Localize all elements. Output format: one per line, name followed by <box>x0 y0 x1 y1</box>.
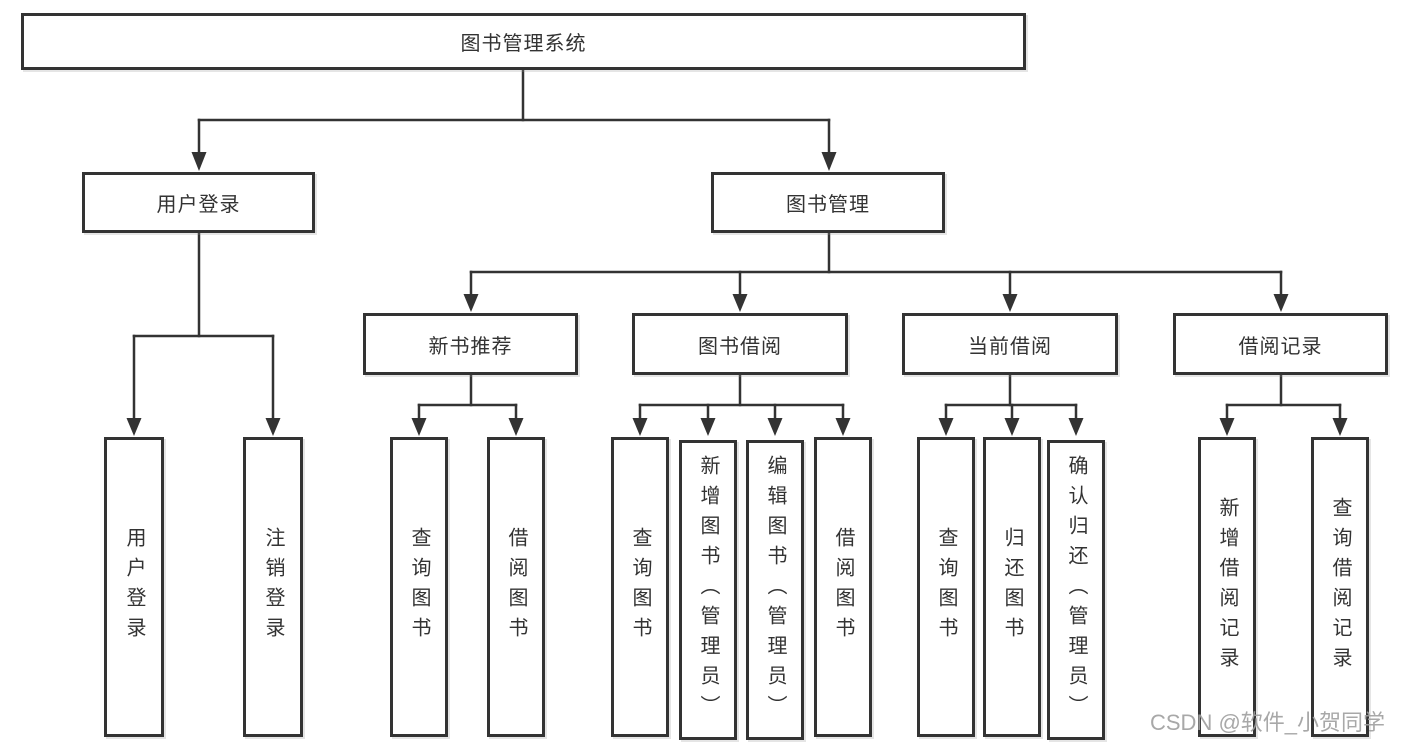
leaf-logout: 注销登录 <box>243 437 303 737</box>
leaf-return-book: 归还图书 <box>983 437 1041 737</box>
node-user-login: 用户登录 <box>82 172 315 233</box>
node-root: 图书管理系统 <box>21 13 1026 70</box>
leaf-borrow-books-recommend: 借阅图书 <box>487 437 545 737</box>
leaf-query-books-recommend: 查询图书 <box>390 437 448 737</box>
leaf-query-books-borrowing: 查询图书 <box>611 437 669 737</box>
csdn-watermark: CSDN @软件_小贺同学 <box>1150 710 1386 735</box>
leaf-logout-label: 注销登录 <box>262 527 284 647</box>
leaf-user-login-label: 用户登录 <box>123 527 145 647</box>
leaf-query-books-current: 查询图书 <box>917 437 975 737</box>
leaf-borrow-books-borrowing: 借阅图书 <box>814 437 872 737</box>
leaf-borrow-books-recommend-label: 借阅图书 <box>505 527 527 647</box>
leaf-add-borrow-record-label: 新增借阅记录 <box>1216 497 1238 677</box>
leaf-return-book-label: 归还图书 <box>1001 527 1023 647</box>
node-root-label: 图书管理系统 <box>460 33 587 55</box>
leaf-add-book-admin-label: 新增图书（管理员） <box>697 455 719 725</box>
node-book-borrowing-label: 图书借阅 <box>698 335 782 358</box>
arrowheads <box>126 152 1348 436</box>
leaf-query-books-borrowing-label: 查询图书 <box>629 527 651 647</box>
node-book-management-label: 图书管理 <box>786 194 870 216</box>
node-current-borrowing: 当前借阅 <box>902 313 1118 375</box>
node-new-book-recommend-label: 新书推荐 <box>428 335 513 358</box>
node-user-login-label: 用户登录 <box>156 194 241 216</box>
node-new-book-recommend: 新书推荐 <box>363 313 578 375</box>
leaf-query-borrow-record-label: 查询借阅记录 <box>1329 497 1351 677</box>
node-borrow-records: 借阅记录 <box>1173 313 1388 375</box>
leaf-user-login: 用户登录 <box>104 437 164 737</box>
node-book-borrowing: 图书借阅 <box>632 313 848 375</box>
leaf-edit-book-admin-label: 编辑图书（管理员） <box>764 455 786 725</box>
leaf-query-borrow-record: 查询借阅记录 <box>1311 437 1369 737</box>
leaf-add-book-admin: 新增图书（管理员） <box>679 440 737 740</box>
leaf-confirm-return-admin: 确认归还（管理员） <box>1047 440 1105 740</box>
leaf-confirm-return-admin-label: 确认归还（管理员） <box>1065 455 1087 725</box>
node-book-management: 图书管理 <box>711 172 945 233</box>
node-borrow-records-label: 借阅记录 <box>1238 335 1323 358</box>
leaf-add-borrow-record: 新增借阅记录 <box>1198 437 1256 737</box>
leaf-query-books-recommend-label: 查询图书 <box>408 527 430 647</box>
leaf-query-books-current-label: 查询图书 <box>935 527 957 647</box>
leaf-borrow-books-borrowing-label: 借阅图书 <box>832 527 854 647</box>
node-current-borrowing-label: 当前借阅 <box>968 335 1052 358</box>
leaf-edit-book-admin: 编辑图书（管理员） <box>746 440 804 740</box>
